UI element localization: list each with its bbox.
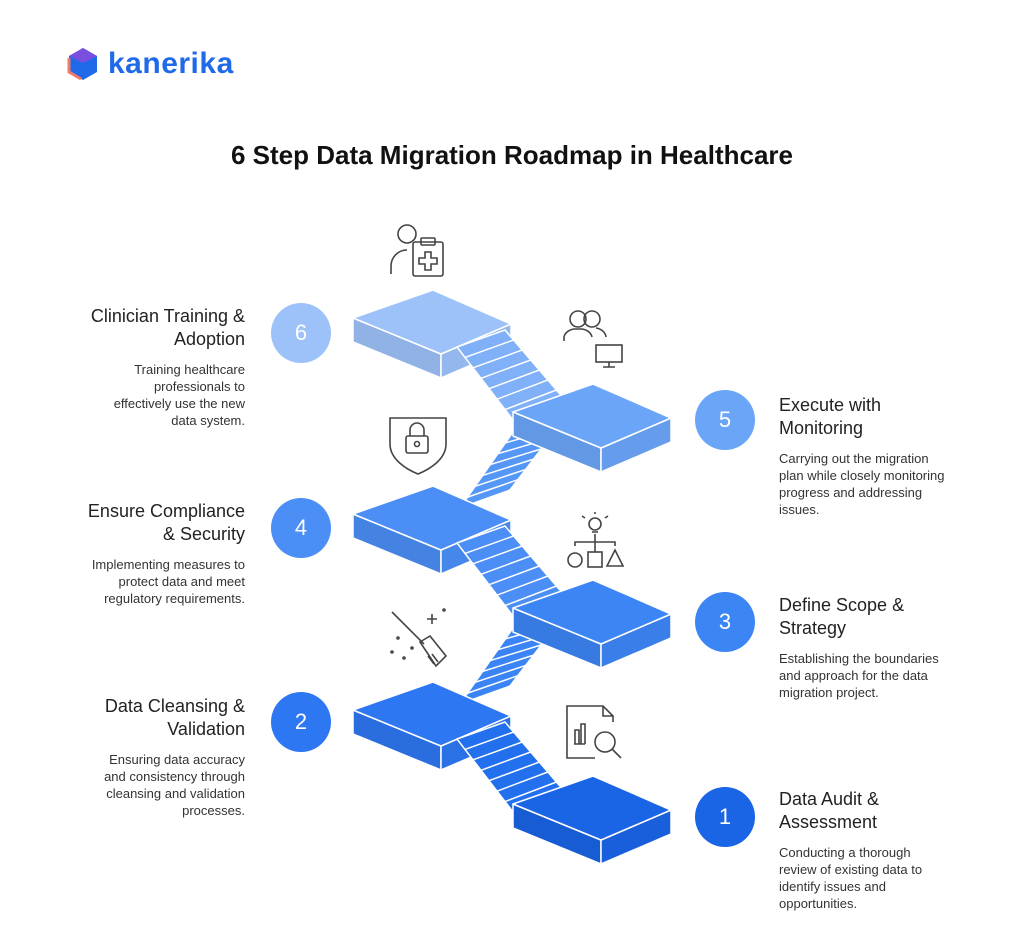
- step-title: Data Cleansing & Validation: [104, 696, 245, 739]
- idea-hierarchy-icon: [567, 512, 625, 568]
- step-6-text: Clinician Training & Adoption Training h…: [45, 305, 245, 429]
- step-2-text: Data Cleansing & Validation Ensuring dat…: [45, 695, 245, 819]
- step-1-text: Data Audit & Assessment Conducting a tho…: [779, 788, 969, 912]
- stair-step: [496, 379, 549, 400]
- brand-name: kanerika: [108, 47, 234, 80]
- stair-step: [490, 644, 542, 662]
- cube-logo-icon: [67, 48, 97, 81]
- document-chart-search-icon: [566, 705, 622, 759]
- step-description: Conducting a thorough review of existing…: [779, 845, 923, 911]
- stair-step: [496, 575, 549, 596]
- brand-logo: kanerika: [66, 46, 234, 82]
- stair-step: [488, 761, 540, 782]
- step-5-text: Execute with Monitoring Carrying out the…: [779, 394, 969, 518]
- stair-step: [474, 664, 526, 683]
- stair-step: [482, 654, 534, 673]
- step-description: Ensuring data accuracy and consistency t…: [104, 752, 245, 818]
- broom-sparkle-icon: [390, 608, 448, 668]
- step-description: Establishing the boundaries and approach…: [779, 651, 939, 700]
- stair-step: [464, 339, 514, 359]
- step-6-platform: [352, 289, 512, 355]
- step-title: Define Scope & Strategy: [779, 595, 905, 638]
- stair-step: [496, 771, 549, 792]
- step-5-number-badge: 5: [695, 390, 755, 450]
- page-title: 6 Step Data Migration Roadmap in Healthc…: [230, 140, 793, 170]
- step-4-text: Ensure Compliance & Security Implementin…: [45, 500, 245, 607]
- step-1-platform: [512, 775, 672, 841]
- stair-step: [474, 468, 526, 487]
- step-6-number-badge: 6: [271, 303, 331, 363]
- step-description: Implementing measures to protect data an…: [91, 557, 245, 606]
- step-2-number-badge: 2: [271, 692, 331, 752]
- step-2-platform: [352, 681, 512, 747]
- step-title: Data Audit & Assessment: [779, 789, 880, 832]
- stair-step: [467, 479, 519, 498]
- stair-step: [490, 448, 542, 466]
- step-1-number-badge: 1: [695, 787, 755, 847]
- stair-step: [488, 369, 540, 390]
- stair-step: [472, 741, 523, 761]
- stair-step: [504, 389, 557, 411]
- stair-step: [480, 359, 531, 379]
- step-description: Training healthcare professionals to eff…: [113, 362, 245, 428]
- step-title: Clinician Training & Adoption: [90, 306, 245, 349]
- stair-step: [488, 565, 540, 586]
- stair-step: [504, 585, 557, 607]
- users-monitor-icon: [563, 310, 623, 368]
- step-title: Execute with Monitoring: [779, 395, 882, 438]
- stair-step: [482, 458, 534, 477]
- step-3-text: Define Scope & Strategy Establishing the…: [779, 594, 969, 701]
- shield-lock-icon: [389, 417, 447, 475]
- stair-step: [464, 535, 514, 555]
- clinician-clipboard-icon: [390, 224, 444, 277]
- step-4-platform: [352, 485, 512, 551]
- stair-step: [480, 751, 531, 771]
- stair-step: [464, 731, 514, 751]
- step-5-platform: [512, 383, 672, 449]
- step-4-number-badge: 4: [271, 498, 331, 558]
- stair-step: [472, 349, 523, 369]
- stair-step: [472, 545, 523, 565]
- step-description: Carrying out the migration plan while cl…: [779, 451, 945, 517]
- stair-step: [467, 675, 519, 694]
- step-3-number-badge: 3: [695, 592, 755, 652]
- stair-step: [504, 781, 557, 803]
- stair-step: [480, 555, 531, 575]
- step-3-platform: [512, 579, 672, 645]
- step-title: Ensure Compliance & Security: [87, 501, 245, 544]
